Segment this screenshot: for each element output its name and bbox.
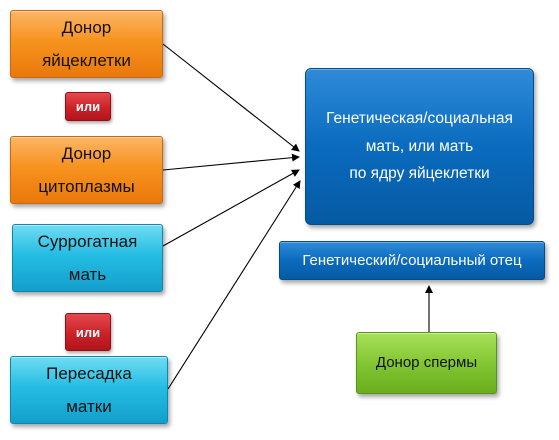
- or-badge-first-label: или: [75, 99, 101, 114]
- or-badge-first: или: [65, 92, 111, 121]
- cytoplasm-donor-box: Донор цитоплазмы: [10, 136, 163, 204]
- arrow-surrogate-to-mother: [162, 169, 300, 247]
- surrogate-mother-label: Суррогатная мать: [37, 231, 138, 284]
- genetic-father-box: Генетический/социальный отец: [279, 241, 545, 280]
- arrow-uterus-to-mother: [167, 180, 301, 390]
- arrow-cytoplasm-donor-to-mother: [162, 153, 300, 171]
- or-badge-second: или: [65, 313, 111, 351]
- sperm-donor-label: Донор спермы: [375, 354, 478, 372]
- arrow-egg-donor-to-mother: [162, 43, 300, 152]
- uterus-transplant-box: Пересадка матки: [10, 356, 168, 424]
- sperm-donor-box: Донор спермы: [356, 332, 497, 394]
- egg-donor-label: Донор яйцеклетки: [42, 17, 131, 70]
- egg-donor-box: Донор яйцеклетки: [10, 10, 163, 78]
- genetic-father-label: Генетический/социальный отец: [302, 251, 522, 269]
- surrogate-mother-box: Суррогатная мать: [12, 224, 163, 292]
- genetic-mother-box: Генетическая/социальная мать, или мать п…: [305, 68, 534, 225]
- genetic-mother-label: Генетическая/социальная мать, или мать п…: [326, 109, 513, 183]
- uterus-transplant-label: Пересадка матки: [46, 363, 132, 416]
- cytoplasm-donor-label: Донор цитоплазмы: [38, 143, 135, 196]
- or-badge-second-label: или: [75, 324, 101, 340]
